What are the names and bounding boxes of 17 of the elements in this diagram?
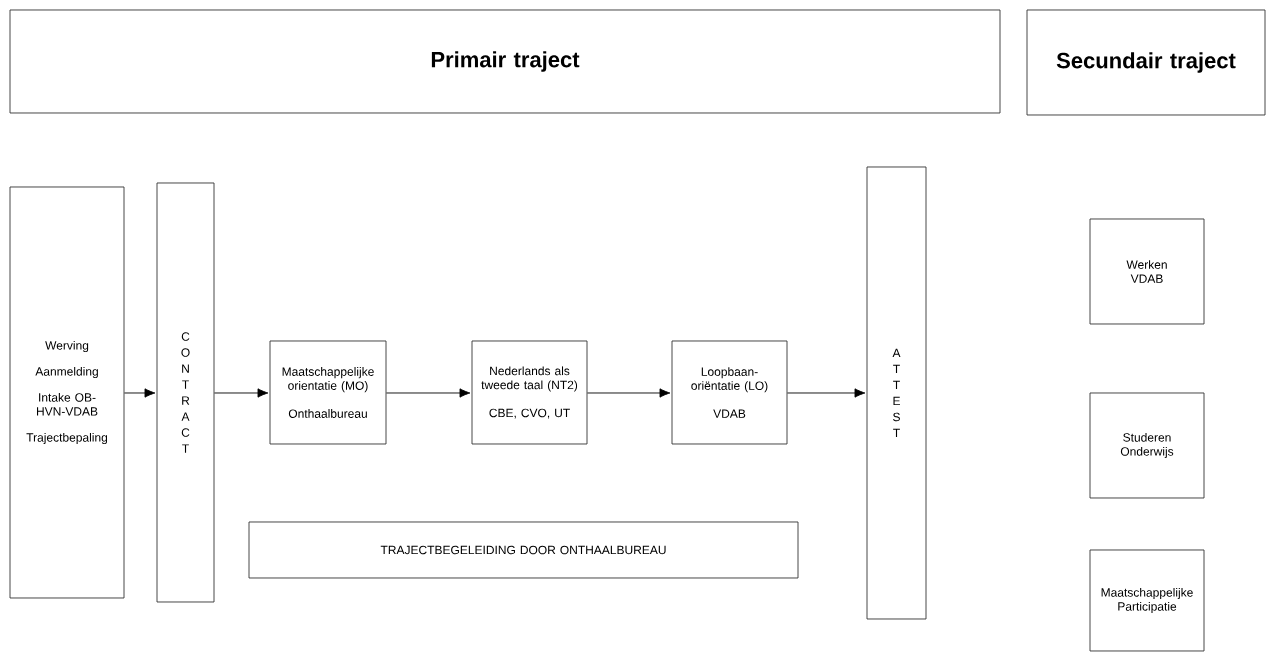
outcome-box: Studeren Onderwijs (1089, 392, 1205, 499)
process-box: Werving Aanmelding Intake OB-HVN-VDAB Trajectbepaling (9, 186, 125, 599)
outcome-box: Werken VDAB (1089, 218, 1205, 325)
process-box: Loopbaan-oriëntatie (LO) VDAB (671, 340, 788, 445)
outcome-box: Maatschappelijke Participatie (1089, 549, 1205, 652)
heading-box: Primair traject (9, 9, 1001, 114)
process-box: Maatschappelijke orientatie (MO) Onthaalbureau (269, 340, 387, 445)
heading-box: Secundair traject (1026, 9, 1266, 116)
guidance-box: TRAJECTBEGELEIDING DOOR ONTHAALBUREAU (248, 521, 799, 579)
attest-bar: ATTEST (866, 166, 927, 620)
arrow (787, 388, 866, 398)
arrow (124, 388, 156, 398)
arrow (214, 388, 269, 398)
process-box: Nederlands als tweede taal (NT2) CBE, CVO, UT (471, 340, 588, 445)
arrow (386, 388, 471, 398)
arrow (587, 388, 671, 398)
contract-bar: CONTRACT (156, 182, 215, 603)
